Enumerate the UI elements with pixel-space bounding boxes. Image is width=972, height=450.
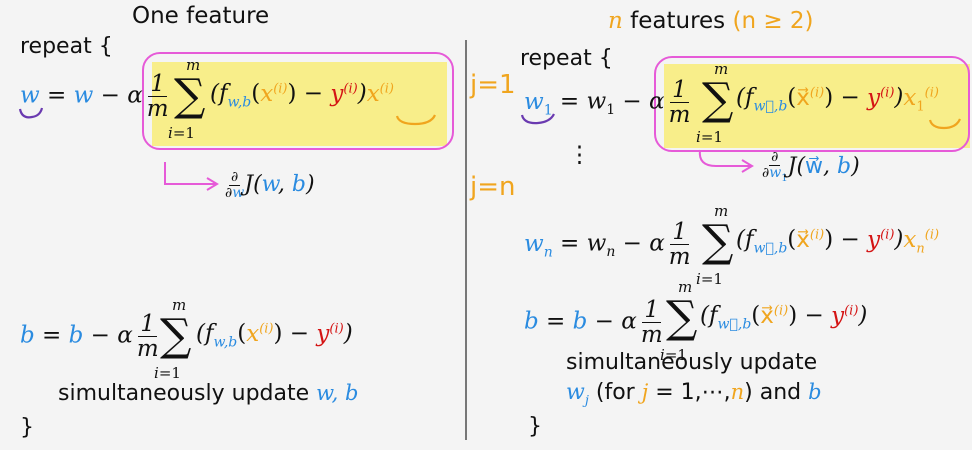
- left-b-sum-body: (fw,b(x(i)) − y(i)): [196, 320, 353, 351]
- right-simul-for: (for: [588, 380, 642, 405]
- right-w1-underline: [520, 113, 555, 125]
- right-repeat: repeat {: [520, 46, 613, 71]
- right-title: n features (n ≥ 2): [608, 8, 814, 34]
- left-w-underline: [18, 107, 44, 119]
- right-close-brace: }: [528, 414, 542, 439]
- right-wn-sum-body: (fw⃗,b(x⃗(i)) − y(i))xn(i): [736, 226, 940, 257]
- left-derivative-arrow: [164, 162, 219, 191]
- right-j-last: j=n: [470, 172, 516, 202]
- left-w-annotation-box: [142, 52, 454, 150]
- left-x-underline: [395, 114, 437, 126]
- right-simul-update-label: simultaneously update: [566, 350, 818, 375]
- left-title: One feature: [132, 3, 270, 29]
- right-w1-annotation-box: [654, 56, 970, 152]
- panel-divider: [465, 40, 467, 440]
- right-simul-b: b: [808, 380, 822, 404]
- right-title-rest: features: [622, 8, 733, 34]
- left-w-sum-body: (fw,b(x(i)) − y(i))x(i): [210, 80, 394, 111]
- right-j-first: j=1: [470, 70, 516, 100]
- left-repeat: repeat {: [20, 34, 113, 59]
- right-simul-update-detail: wj (for j = 1,⋯,n) and b: [566, 380, 822, 409]
- right-simul-and: ) and: [744, 380, 809, 405]
- right-b-sum-body: (fw⃗,b(x⃗(i)) − y(i)): [700, 302, 868, 333]
- right-x1-underline: [928, 118, 962, 130]
- left-simul-prefix: simultaneously update: [58, 381, 310, 406]
- right-title-n: n: [608, 8, 623, 34]
- right-simul-eq: = 1,⋯,: [648, 380, 731, 405]
- right-vdots: ⋮: [568, 142, 591, 168]
- left-close-brace: }: [20, 415, 34, 440]
- right-derivative-arrow: [698, 149, 754, 173]
- right-simul-n: n: [730, 380, 745, 404]
- right-title-cond: (n ≥ 2): [732, 8, 814, 34]
- right-simul-j: j: [641, 380, 649, 404]
- right-w1-highlight: [664, 64, 970, 148]
- right-w1-sum-body: (fw⃗,b(x⃗(i)) − y(i))x1(i): [736, 84, 939, 115]
- left-w-highlight: [152, 62, 447, 146]
- left-simul-vars: w, b: [316, 381, 359, 405]
- left-simul-update: simultaneously update w, b: [58, 381, 358, 406]
